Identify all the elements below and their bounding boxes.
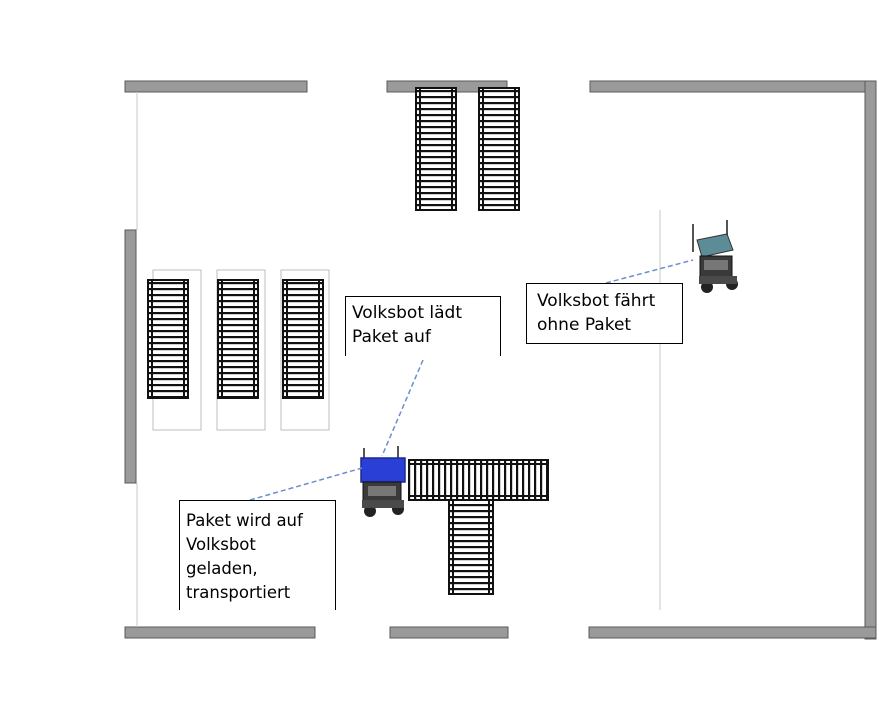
walls <box>124 80 877 640</box>
storage-rack-1 <box>147 269 202 431</box>
leader-line-empty <box>605 259 694 284</box>
label-volksbot-drives-empty: Volksbot fährt ohne Paket <box>526 283 683 344</box>
storage-rack-3 <box>280 269 330 431</box>
wall-bottom-right <box>588 626 877 639</box>
conveyor-t-junction <box>408 459 549 595</box>
volksbot-empty <box>692 220 738 293</box>
storage-rack-2 <box>216 269 266 431</box>
wall-right <box>864 80 877 640</box>
conveyor-top-right <box>478 87 520 211</box>
leader-lines <box>249 259 694 501</box>
conveyor-top-left <box>415 87 457 211</box>
label-package-loaded-transported: Paket wird auf Volksbot geladen, transpo… <box>179 500 336 610</box>
wall-bottom-middle <box>389 626 509 639</box>
wall-top-left <box>124 80 308 93</box>
volksbot-loaded <box>360 446 406 517</box>
leader-line-loading <box>381 359 424 457</box>
label-volksbot-loads-package: Volksbot lädt Paket auf <box>345 296 501 356</box>
wall-left <box>124 229 137 484</box>
package <box>360 457 406 483</box>
leader-line-transport <box>249 467 363 501</box>
wall-top-right <box>589 80 877 93</box>
wall-bottom-left <box>124 626 316 639</box>
